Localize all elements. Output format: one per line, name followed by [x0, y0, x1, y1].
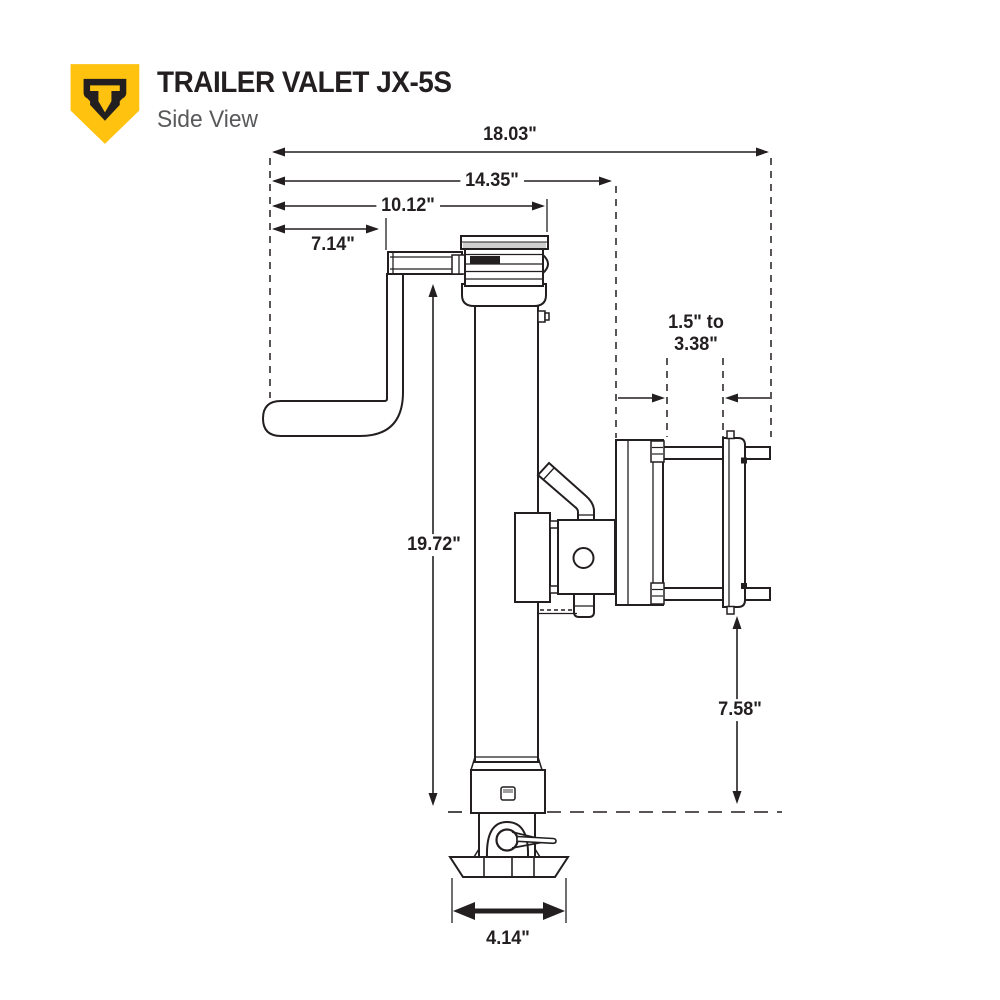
- dimension-label-clamp-range: 1.5" to 3.38": [663, 312, 728, 356]
- page-subtitle: Side View: [157, 106, 258, 133]
- title-block: TRAILER VALET JX-5S Side View: [157, 58, 474, 134]
- dimension-label-handle-offset: 7.14": [311, 234, 355, 256]
- grease-fitting: [537, 310, 546, 323]
- trailer-valet-shield-icon: [70, 64, 140, 144]
- page-title: TRAILER VALET JX-5S: [157, 66, 452, 99]
- gearbox-housing: [460, 235, 550, 323]
- bolt-end-bottom: [744, 587, 771, 601]
- swivel-mount: [514, 512, 616, 618]
- locking-pin: [516, 835, 557, 845]
- bolt-end-top: [744, 446, 771, 460]
- dimension-label-handle-to-bracket: 14.35": [460, 170, 524, 192]
- mount-plate: [514, 512, 551, 603]
- clamp-range-line2: 3.38": [674, 334, 718, 355]
- crank-handle: [261, 251, 467, 437]
- dimension-label-handle-to-housing: 10.12": [376, 195, 440, 217]
- dimension-label-foot-width: 4.14": [486, 928, 530, 950]
- dimension-label-overall-width: 18.03": [483, 124, 537, 146]
- pivot-hole: [572, 547, 595, 569]
- logo-tv-mark: [83, 78, 127, 121]
- mounting-bracket: [615, 430, 771, 615]
- foot-plate: [448, 856, 570, 878]
- header: TRAILER VALET JX-5S Side View: [65, 58, 474, 150]
- clamp-range-line1: 1.5" to: [668, 312, 724, 334]
- dimension-label-bracket-to-ground: 7.58": [713, 699, 767, 721]
- extension-lines: [269, 158, 772, 923]
- dimension-label-overall-height: 19.72": [402, 534, 466, 556]
- lower-leg-assembly: [448, 756, 570, 878]
- pull-pin-lever: [536, 461, 595, 521]
- inner-clamp-plate: [615, 439, 664, 606]
